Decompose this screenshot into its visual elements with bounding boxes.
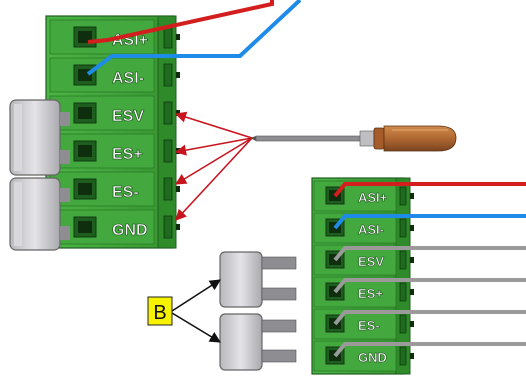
loose-plug-lower (219, 313, 297, 371)
release-arrows (174, 111, 253, 221)
terminal-side-column (157, 15, 177, 249)
terminal-small-pin-label: ESV (358, 254, 384, 269)
terminal-small-pin-label: ES+ (358, 286, 383, 301)
terminal-large-pin-label: ESV (112, 108, 144, 125)
wire-red (333, 182, 526, 198)
terminal-small-pin-label: ES- (358, 318, 380, 333)
callout-b-box (147, 296, 173, 326)
plug-left-upper (9, 99, 70, 176)
wire-gray (333, 278, 526, 294)
terminal-large-row: ES- (49, 171, 180, 207)
terminal-large-pin-label: ASI- (112, 70, 144, 87)
wire-gray (333, 342, 526, 358)
wire-gray (333, 310, 526, 326)
terminal-small-pin-label: ASI- (358, 222, 384, 237)
wire-asi-plus-red (87, 0, 274, 44)
wire-blue (333, 214, 526, 230)
terminal-small-pin-label: ASI+ (358, 190, 388, 205)
screwdriver-icon (250, 125, 457, 152)
wire-gray (333, 246, 526, 262)
callout-b-label: B (153, 302, 166, 324)
release-arrow (174, 111, 253, 139)
small-block-wires (333, 182, 526, 358)
terminal-large-pin-label: ES+ (112, 146, 143, 163)
release-arrow (174, 137, 253, 156)
terminal-large-pin-label: ES- (112, 184, 139, 201)
terminal-small-pin-label: GND (358, 350, 387, 365)
loose-plug-upper (219, 251, 297, 308)
release-arrow (175, 137, 253, 185)
release-arrow (175, 137, 253, 221)
wire-asi-minus-blue (86, 0, 302, 76)
plug-left-lower (9, 177, 70, 251)
terminal-large-row: ASI- (49, 57, 180, 93)
terminal-large-pin-label: GND (112, 222, 148, 239)
callout-b: B (147, 279, 221, 343)
